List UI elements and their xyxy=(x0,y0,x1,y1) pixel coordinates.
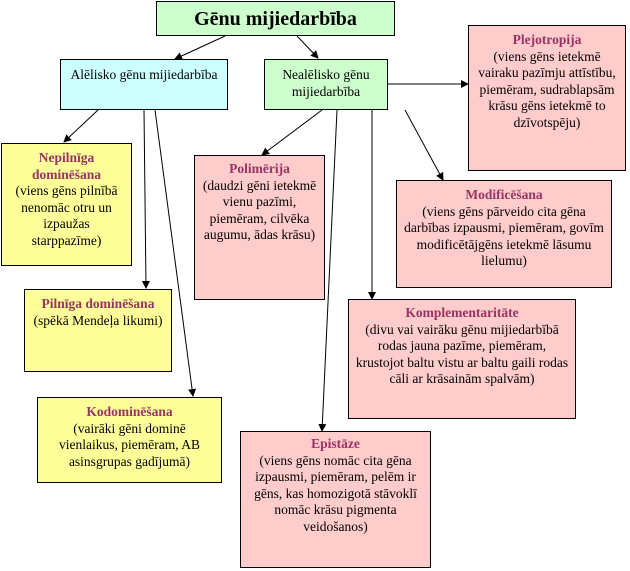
complementarity-box: Komplementaritāte (divu vai vairāku gēnu… xyxy=(348,299,576,419)
pleiotropy-title: Plejotropija xyxy=(512,32,582,47)
arrow-root-to-nonallelic xyxy=(296,35,319,59)
codominance-desc: (vairāki gēni dominē vienlaikus, piemēra… xyxy=(59,420,200,469)
modification-title: Modificēšana xyxy=(465,187,543,202)
arrow-root-to-allelic xyxy=(174,35,226,60)
polymery-box: Polimērija (daudzi gēni ietekmē vienu pa… xyxy=(194,155,325,300)
allelic-box: Alēlisko gēnu mijiedarbība xyxy=(60,59,228,110)
nonallelic-box: Nealēlisko gēnu mijiedarbība xyxy=(264,59,388,110)
arrow-allelic-to-complete xyxy=(141,109,150,289)
pleiotropy-box: Plejotropija (viens gēns ietekmē vairaku… xyxy=(468,25,626,171)
modification-desc: (viens gēns pārveido cita gēna darbības … xyxy=(404,203,604,269)
incomplete-title: Nepilnīga dominēšana xyxy=(31,150,102,182)
complete-box: Pilnīga dominēšana (spēkā Mendeļa likumi… xyxy=(24,289,172,372)
arrow-allelic-to-codominance xyxy=(154,109,197,397)
nonallelic-label: Nealēlisko gēnu mijiedarbība xyxy=(282,67,370,99)
incomplete-desc: (viens gēns pilnībā nenomāc otru un izpa… xyxy=(15,183,118,248)
epistasis-title: Epistāze xyxy=(311,436,360,451)
epistasis-desc: (viens gēns nomāc cita gēna izpausmi, pi… xyxy=(254,452,417,534)
polymery-title: Polimērija xyxy=(229,161,290,176)
root-title: Gēnu mijiedarbība xyxy=(194,8,357,30)
incomplete-box: Nepilnīga dominēšana (viens gēns pilnībā… xyxy=(1,143,132,266)
pleiotropy-desc: (viens gēns ietekmē vairaku pazīmju attī… xyxy=(478,48,616,130)
complete-desc: (spēkā Mendeļa likumi) xyxy=(33,312,163,328)
codominance-title: Kodominēšana xyxy=(86,404,173,419)
epistasis-box: Epistāze (viens gēns nomāc cita gēna izp… xyxy=(240,431,431,568)
root-box: Gēnu mijiedarbība xyxy=(156,1,395,36)
complementarity-desc: (divu vai vairāku gēnu mijiedarbībā roda… xyxy=(355,321,569,387)
complete-title: Pilnīga dominēšana xyxy=(41,296,155,311)
arrow-nonallelic-to-epistasis xyxy=(318,109,338,432)
polymery-desc: (daudzi gēni ietekmē vienu pazīmi, piemē… xyxy=(202,177,317,243)
arrow-nonallelic-to-modification xyxy=(404,109,444,181)
modification-box: Modificēšana (viens gēns pārveido cita g… xyxy=(396,180,612,288)
arrow-nonallelic-to-polymery xyxy=(261,109,323,156)
allelic-label: Alēlisko gēnu mijiedarbība xyxy=(70,67,218,82)
arrow-allelic-to-incomplete xyxy=(63,109,99,143)
codominance-box: Kodominēšana (vairāki gēni dominē vienla… xyxy=(37,397,222,483)
complementarity-title: Komplementaritāte xyxy=(405,305,519,320)
